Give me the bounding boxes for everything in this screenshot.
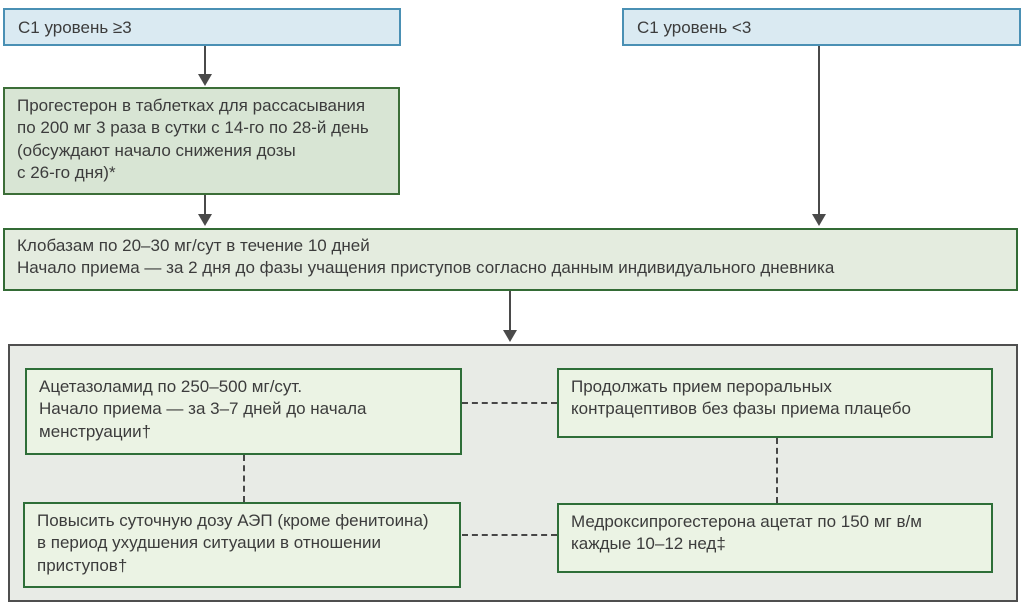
arrow-progesterone-to-clobazam-line: [204, 195, 206, 216]
acetazolamide-box: Ацетазоламид по 250–500 мг/сут. Начало п…: [25, 368, 462, 455]
arrow-c1low-to-clobazam-line: [818, 46, 820, 216]
arrow-c1high-to-progesterone-head: [198, 74, 212, 86]
dashed-connector-right-vertical: [776, 438, 778, 503]
arrow-progesterone-to-clobazam-head: [198, 214, 212, 226]
dashed-connector-bottom-horizontal: [462, 534, 557, 536]
arrow-c1high-to-progesterone-line: [204, 46, 206, 76]
arrow-clobazam-to-options-line: [509, 291, 511, 331]
arrow-c1low-to-clobazam-head: [812, 214, 826, 226]
treatment-options-container: Ацетазоламид по 250–500 мг/сут. Начало п…: [8, 344, 1018, 602]
oral-contraceptives-box: Продолжать прием пероральных контрацепти…: [557, 368, 993, 438]
medroxyprogesterone-box: Медроксипрогестерона ацетат по 150 мг в/…: [557, 503, 993, 573]
dashed-connector-top-horizontal: [462, 402, 557, 404]
progesterone-box: Прогестерон в таблетках для рассасывания…: [3, 87, 400, 195]
arrow-clobazam-to-options-head: [503, 330, 517, 342]
c1-level-ge3-box: C1 уровень ≥3: [3, 8, 401, 46]
aep-dose-box: Повысить суточную дозу АЭП (кроме фенито…: [23, 502, 461, 588]
c1-level-lt3-box: C1 уровень <3: [622, 8, 1021, 46]
dashed-connector-left-vertical: [243, 455, 245, 502]
clobazam-box: Клобазам по 20–30 мг/сут в течение 10 дн…: [3, 228, 1018, 291]
